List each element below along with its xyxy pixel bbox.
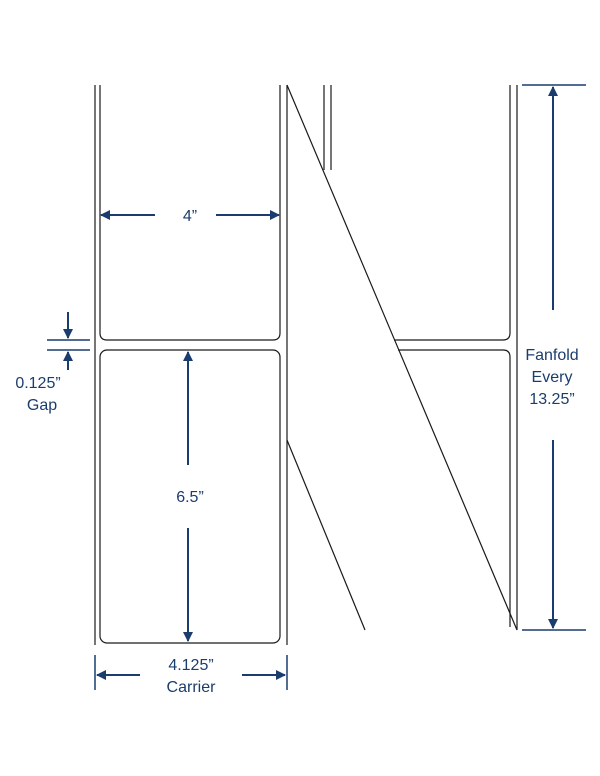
back-bottom-label-outline	[398, 349, 511, 627]
carrier-value-label: 4.125”	[168, 657, 213, 674]
gap-label: Gap	[27, 397, 57, 414]
fold-diagonal-short	[286, 439, 366, 631]
width-label: 4”	[183, 208, 197, 225]
dimension-annotations	[47, 84, 586, 690]
front-carrier-strip	[94, 85, 288, 645]
gap-value-label: 0.125”	[15, 375, 60, 392]
fanfold-label-line1: Fanfold	[525, 347, 578, 364]
bottom-label-outline	[99, 349, 281, 644]
back-top-label-outline	[394, 85, 511, 341]
fanfold-label-line3: 13.25”	[529, 391, 574, 408]
carrier-label: Carrier	[167, 679, 217, 696]
fanfold-strip	[286, 84, 518, 631]
height-label: 6.5”	[176, 489, 204, 506]
fold-diagonal-long	[286, 84, 518, 631]
fanfold-label-line2: Every	[532, 369, 573, 386]
top-label-outline	[99, 85, 281, 341]
